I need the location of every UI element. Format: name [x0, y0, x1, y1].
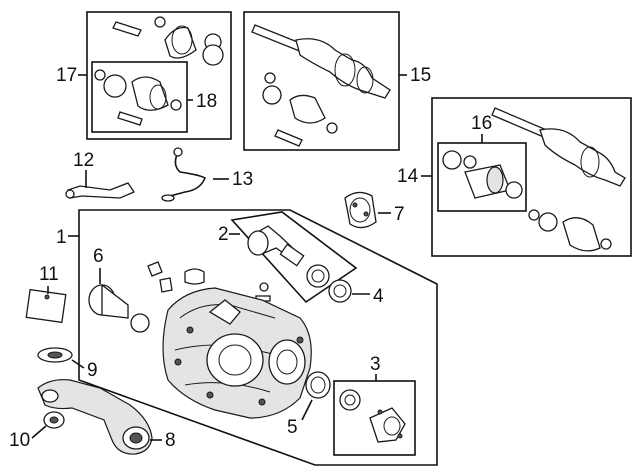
sensor-12 — [65, 182, 135, 199]
grease-tube-part — [112, 21, 142, 37]
cv-joint-part — [295, 38, 391, 99]
callout-7: 7 — [394, 204, 405, 225]
callout-3: 3 — [370, 354, 381, 375]
bushing-10 — [43, 411, 65, 429]
differential-housing-part — [162, 287, 312, 419]
clamp-part — [154, 16, 166, 28]
box-18 — [91, 61, 188, 133]
box-17 — [86, 11, 232, 140]
callout-14: 14 — [397, 166, 419, 187]
bushing-9 — [37, 347, 73, 363]
callout-10: 10 — [9, 430, 30, 451]
flange-3-part — [339, 389, 406, 443]
box-14 — [431, 97, 632, 257]
callout-4: 4 — [373, 286, 384, 307]
callout-17: 17 — [56, 65, 77, 86]
callout-16: 16 — [471, 113, 492, 134]
box-15 — [243, 11, 400, 151]
callout-15: 15 — [410, 65, 431, 86]
side-flange-6 — [88, 283, 150, 333]
callout-5: 5 — [287, 417, 298, 438]
small-sensor-parts — [147, 261, 271, 302]
boot-15-part — [289, 94, 326, 124]
box-2 — [230, 211, 358, 304]
callout-11: 11 — [39, 264, 59, 285]
pinion-flange-part — [246, 225, 330, 288]
callout-13: 13 — [232, 169, 253, 190]
mount-bracket-8 — [37, 379, 153, 455]
callout-12: 12 — [73, 150, 94, 171]
part-7 — [344, 191, 377, 229]
seal-5 — [305, 371, 331, 399]
callout-2: 2 — [218, 224, 229, 245]
box-3 — [333, 380, 416, 456]
callout-8: 8 — [165, 430, 176, 451]
sensor-13 — [161, 147, 207, 202]
box-1 — [78, 209, 438, 466]
plate-11 — [25, 288, 67, 324]
callout-9: 9 — [87, 360, 98, 381]
callout-1: 1 — [56, 227, 67, 248]
callout-18: 18 — [196, 91, 217, 112]
seal-4 — [328, 279, 352, 303]
callout-6: 6 — [93, 246, 104, 267]
